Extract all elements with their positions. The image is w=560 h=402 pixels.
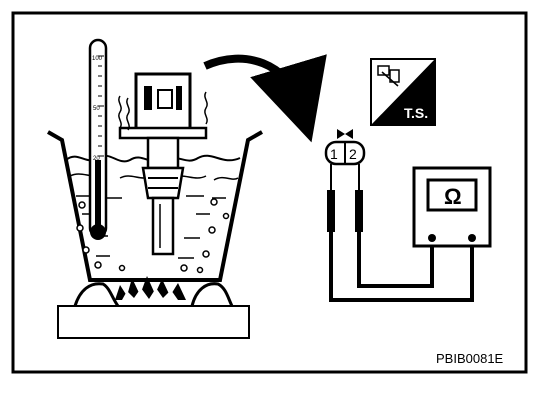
connector-terminal-1: 1 — [330, 146, 338, 162]
meter-probe-leads — [327, 164, 474, 302]
thermo-scale-50: 50 — [93, 106, 100, 112]
ts-badge: T.S. — [370, 58, 436, 126]
temperature-sensor — [118, 72, 208, 256]
thermo-scale-100: 100 — [92, 56, 103, 62]
connector-terminal-2: 2 — [349, 146, 357, 162]
thermo-scale-20: 20 — [93, 156, 100, 162]
sensor-connector: 1 2 — [324, 129, 366, 166]
stove-base — [57, 282, 250, 339]
ts-badge-text: T.S. — [404, 105, 428, 121]
ohmmeter: Ω — [412, 166, 492, 248]
transfer-arrow — [203, 54, 327, 143]
thermometer: 100 50 20 — [88, 38, 108, 240]
water-bubbles — [76, 198, 230, 274]
ts-service-icon — [377, 65, 400, 87]
ohm-symbol: Ω — [444, 184, 462, 209]
steam-wisps — [118, 91, 208, 131]
figure-code: PBIB0081E — [436, 351, 504, 366]
